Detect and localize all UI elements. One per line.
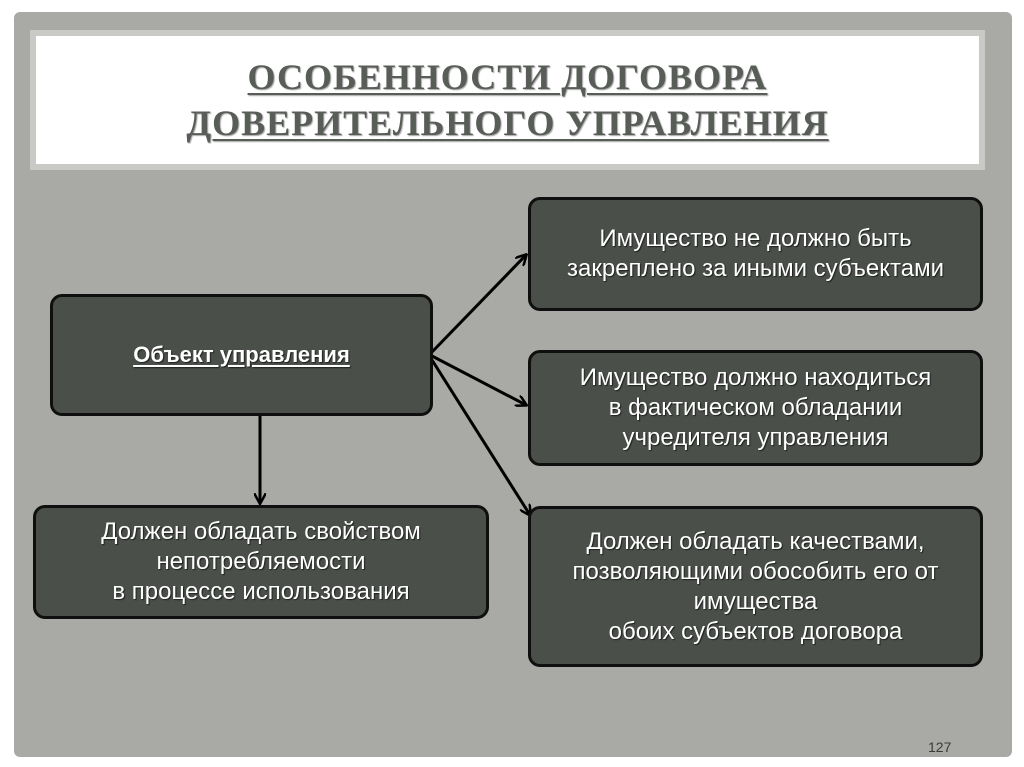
right-box-1-line-2: закреплено за иными субъектами (567, 255, 944, 282)
right-box-2-line-3: учредителя управления (622, 424, 889, 451)
right-box-2-line-2: в фактическом обладании (608, 394, 903, 421)
right-box-3: Должен обладать качествами, позволяющими… (528, 506, 983, 667)
right-box-2-line-1: Имущество должно находиться (579, 364, 932, 391)
bottom-left-line-1: Должен обладать свойством (101, 518, 421, 545)
title-box: ОСОБЕННОСТИ ДОГОВОРА ДОВЕРИТЕЛЬНОГО УПРА… (30, 30, 985, 170)
page-number: 127 (928, 739, 952, 755)
center-box-management-object: Объект управления (50, 294, 433, 416)
right-box-3-line-1: Должен обладать качествами, (586, 527, 925, 555)
bottom-left-box: Должен обладать свойством непотребляемос… (33, 505, 489, 619)
title-line-2: ДОВЕРИТЕЛЬНОГО УПРАВЛЕНИЯ (186, 103, 829, 143)
right-box-3-line-3: имущества (693, 587, 818, 615)
right-box-1-line-1: Имущество не должно быть (599, 225, 912, 252)
right-box-1: Имущество не должно быть закреплено за и… (528, 197, 983, 311)
right-box-3-line-2: позволяющими обособить его от (572, 557, 939, 585)
right-box-3-line-4: обоих субъектов договора (608, 617, 903, 645)
right-box-2: Имущество должно находиться в фактическо… (528, 350, 983, 466)
bottom-left-line-2: непотребляемости (156, 548, 366, 575)
center-box-label: Объект управления (133, 342, 350, 367)
bottom-left-line-3: в процессе использования (112, 578, 410, 605)
title-line-1: ОСОБЕННОСТИ ДОГОВОРА (247, 57, 768, 97)
